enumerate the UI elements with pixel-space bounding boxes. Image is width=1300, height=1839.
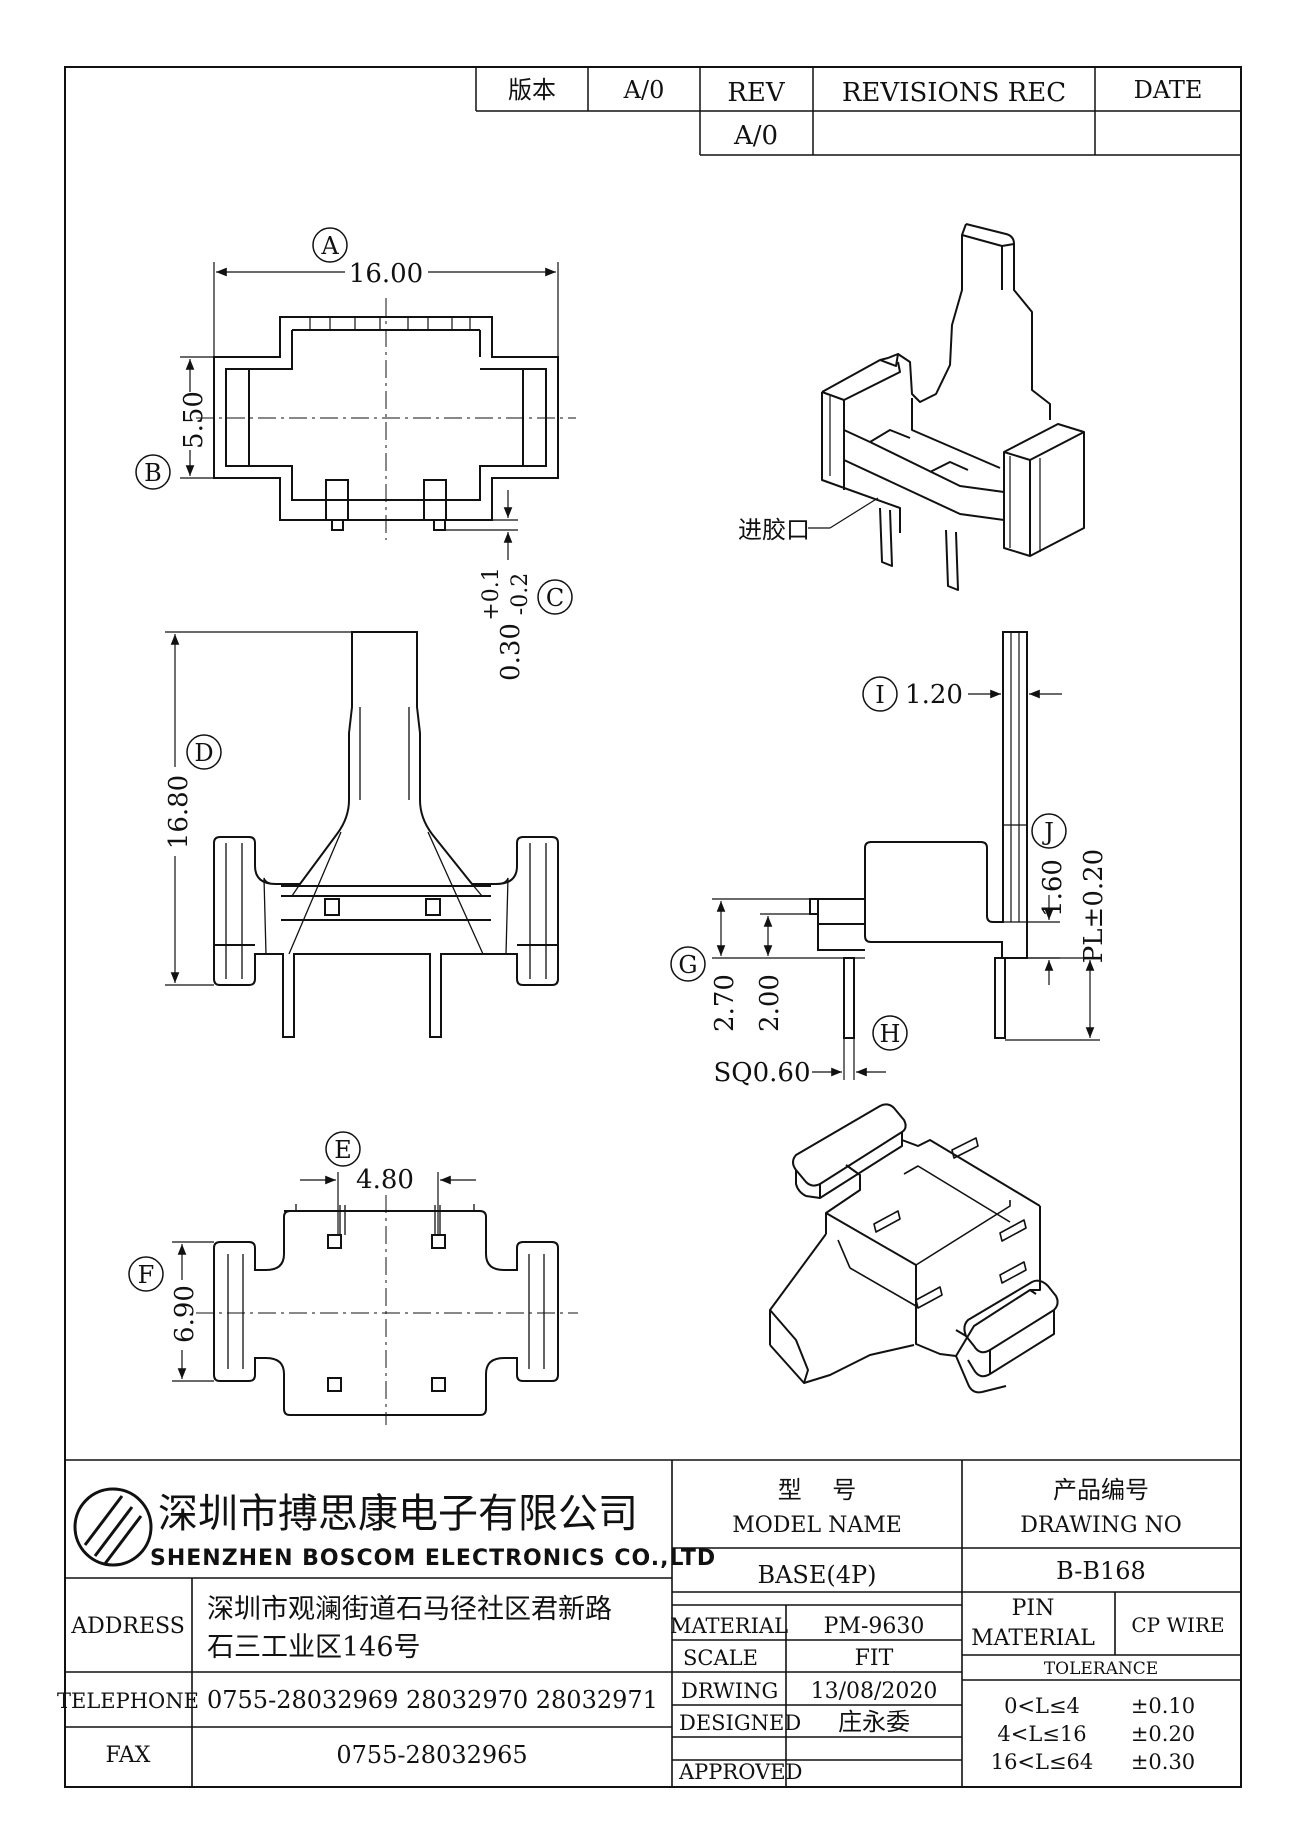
isometric-view-top [808,223,1085,591]
drawing-date-value: 13/08/2020 [811,1679,938,1704]
dim-h-label: H [880,1020,901,1048]
address-line-2: 石三工业区146号 [207,1632,421,1663]
dim-b-balloon [135,454,171,490]
company-logo [73,1487,153,1567]
pin-material-label-1: PIN [1012,1596,1055,1621]
telephone-value: 0755-28032969 28032970 28032971 [207,1686,658,1714]
rev-label: REV [727,78,786,108]
tolerance-value-2: ±0.20 [1131,1722,1195,1746]
tolerance-value-1: ±0.10 [1131,1694,1195,1718]
front-view [165,631,559,1038]
model-name-cn: 型 号 [778,1476,857,1504]
dim-i-label: I [875,681,884,709]
revision-block [475,67,1241,156]
rev-value: A/0 [733,121,778,151]
date-label: DATE [1134,76,1203,104]
tolerance-label: TOLERANCE [1044,1659,1158,1679]
sheet-border [64,66,1242,1788]
dim-e-value: 4.80 [356,1165,414,1195]
top-view [180,262,576,560]
address-line-1: 深圳市观澜街道石马径社区君新路 [207,1594,612,1625]
dim-c-balloon [537,579,573,615]
company-name-en: SHENZHEN BOSCOM ELECTRONICS CO.,LTD [150,1546,716,1571]
dim-g-balloon [670,946,706,982]
dim-c-tol-minus: -0.2 [508,573,533,615]
material-label: MATERIAL [670,1614,788,1638]
dim-pl-value: PL±0.20 [1079,849,1109,963]
dim-h-value: SQ0.60 [713,1058,810,1088]
dim-d-value: 16.80 [164,775,194,849]
drawing-no-value: B-B168 [1056,1557,1146,1585]
pin-material-label-2: MATERIAL [971,1626,1095,1651]
fax-label: FAX [106,1743,151,1768]
address-label: ADDRESS [70,1614,185,1639]
drawing-no-en: DRAWING NO [1020,1513,1182,1538]
isometric-view-bottom [769,1103,1059,1394]
dim-a-label: A [320,232,339,260]
dim-j-balloon [1031,813,1067,849]
revisions-rec-label: REVISIONS REC [842,78,1066,108]
dim-b-value: 5.50 [179,391,209,449]
tolerance-value-3: ±0.30 [1131,1750,1195,1774]
dim-g2-value: 2.00 [755,974,785,1032]
tolerance-range-3: 16<L≤64 [991,1750,1094,1774]
dim-g-value: 2.70 [710,974,740,1032]
drawing-no-cn: 产品编号 [1053,1476,1149,1504]
drawing-date-label: DRWING [681,1679,778,1703]
dim-f-value: 6.90 [170,1285,200,1343]
dim-i-balloon [862,676,898,712]
approved-label: APPROVED [678,1760,802,1784]
scale-value: FIT [855,1646,894,1671]
dim-i-value: 1.20 [905,680,963,710]
dim-e-label: E [334,1136,352,1164]
version-label: 版本 [508,76,556,104]
tolerance-range-1: 0<L≤4 [1004,1694,1080,1718]
dim-f-balloon [128,1256,164,1292]
material-value: PM-9630 [824,1614,925,1639]
designed-value: 庄永委 [838,1708,910,1736]
gate-callout-label: 进胶口 [738,516,810,544]
dim-d-balloon [186,734,222,770]
company-name-cn: 深圳市搏思康电子有限公司 [158,1491,638,1537]
dim-b-label: B [144,459,162,487]
tolerance-range-2: 4<L≤16 [997,1722,1086,1746]
designed-label: DESIGNED [679,1711,801,1735]
telephone-label: TELEPHONE [57,1689,199,1713]
dim-g-label: G [678,951,697,979]
scale-label: SCALE [683,1646,758,1670]
dim-c-value: 0.30 [496,623,526,681]
dim-j-label: J [1041,818,1054,846]
title-block [65,1459,1241,1787]
fax-value: 0755-28032965 [336,1741,527,1769]
dim-h-balloon [872,1015,908,1051]
side-view [712,631,1100,1080]
dim-c-label: C [546,584,564,612]
dim-f-label: F [138,1261,155,1289]
dim-a-value: 16.00 [349,259,423,289]
dim-e-balloon [325,1131,361,1167]
model-name-en: MODEL NAME [732,1513,902,1538]
model-value: BASE(4P) [757,1561,876,1589]
pin-material-value: CP WIRE [1131,1613,1224,1637]
dim-c-tol-plus: +0.1 [479,567,504,620]
bottom-view [172,1172,578,1425]
dim-d-label: D [194,739,213,767]
dim-a-balloon [312,227,348,263]
dim-j-value: 1.60 [1038,859,1068,917]
version-value: A/0 [623,76,665,104]
